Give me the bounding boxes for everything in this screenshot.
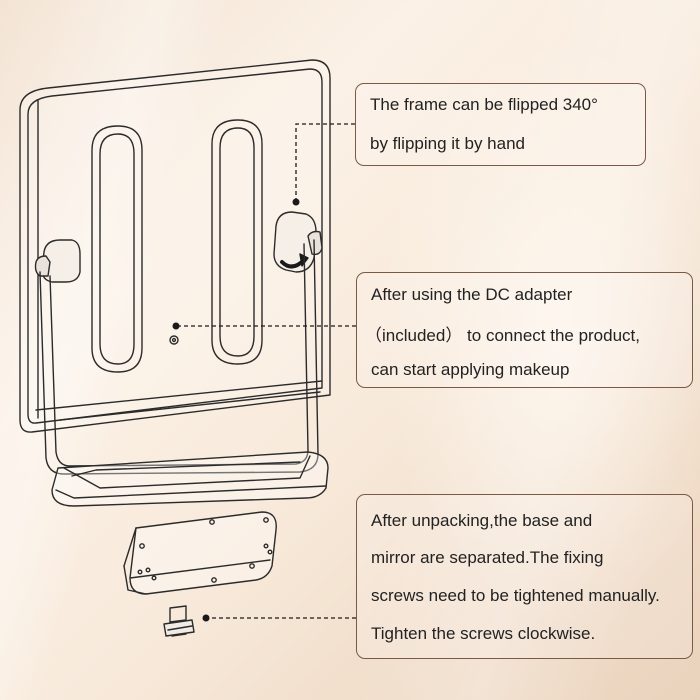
callout-screws-line-4: Tighten the screws clockwise. (371, 624, 596, 643)
leader-line-flip (295, 123, 355, 200)
tray-base (51, 451, 329, 507)
left-hinge (34, 239, 81, 283)
mirror-frame (19, 59, 331, 433)
callout-adapter-line-1: After using the DC adapter (371, 285, 573, 304)
screw-icon (163, 605, 195, 637)
callout-adapter-line-3: can start applying makeup (371, 360, 570, 379)
leader-dot-screws (202, 614, 210, 622)
callout-screws-line-1: After unpacking,the base and (371, 511, 593, 530)
callout-screws-line-2: mirror are separated.The fixing (371, 548, 604, 567)
callout-screws-line-3: screws need to be tightened manually. (371, 586, 660, 605)
stand-frame (39, 239, 319, 475)
callout-adapter-line-2: （included） to connect the product, (365, 326, 640, 345)
leader-dot-flip (292, 198, 300, 206)
callout-flip: The frame can be flipped 340° by flippin… (355, 83, 646, 166)
frame-slot-left (91, 125, 143, 373)
base-plate (123, 511, 277, 595)
callout-flip-line-2: by flipping it by hand (370, 134, 525, 153)
leader-dot-adapter (172, 322, 180, 330)
callout-flip-line-1: The frame can be flipped 340° (370, 95, 598, 114)
callout-screws: After unpacking,the base and mirror are … (356, 494, 693, 659)
frame-slot-right (211, 119, 263, 365)
dc-port-icon (169, 335, 179, 345)
callout-adapter: After using the DC adapter （included） to… (356, 272, 693, 388)
